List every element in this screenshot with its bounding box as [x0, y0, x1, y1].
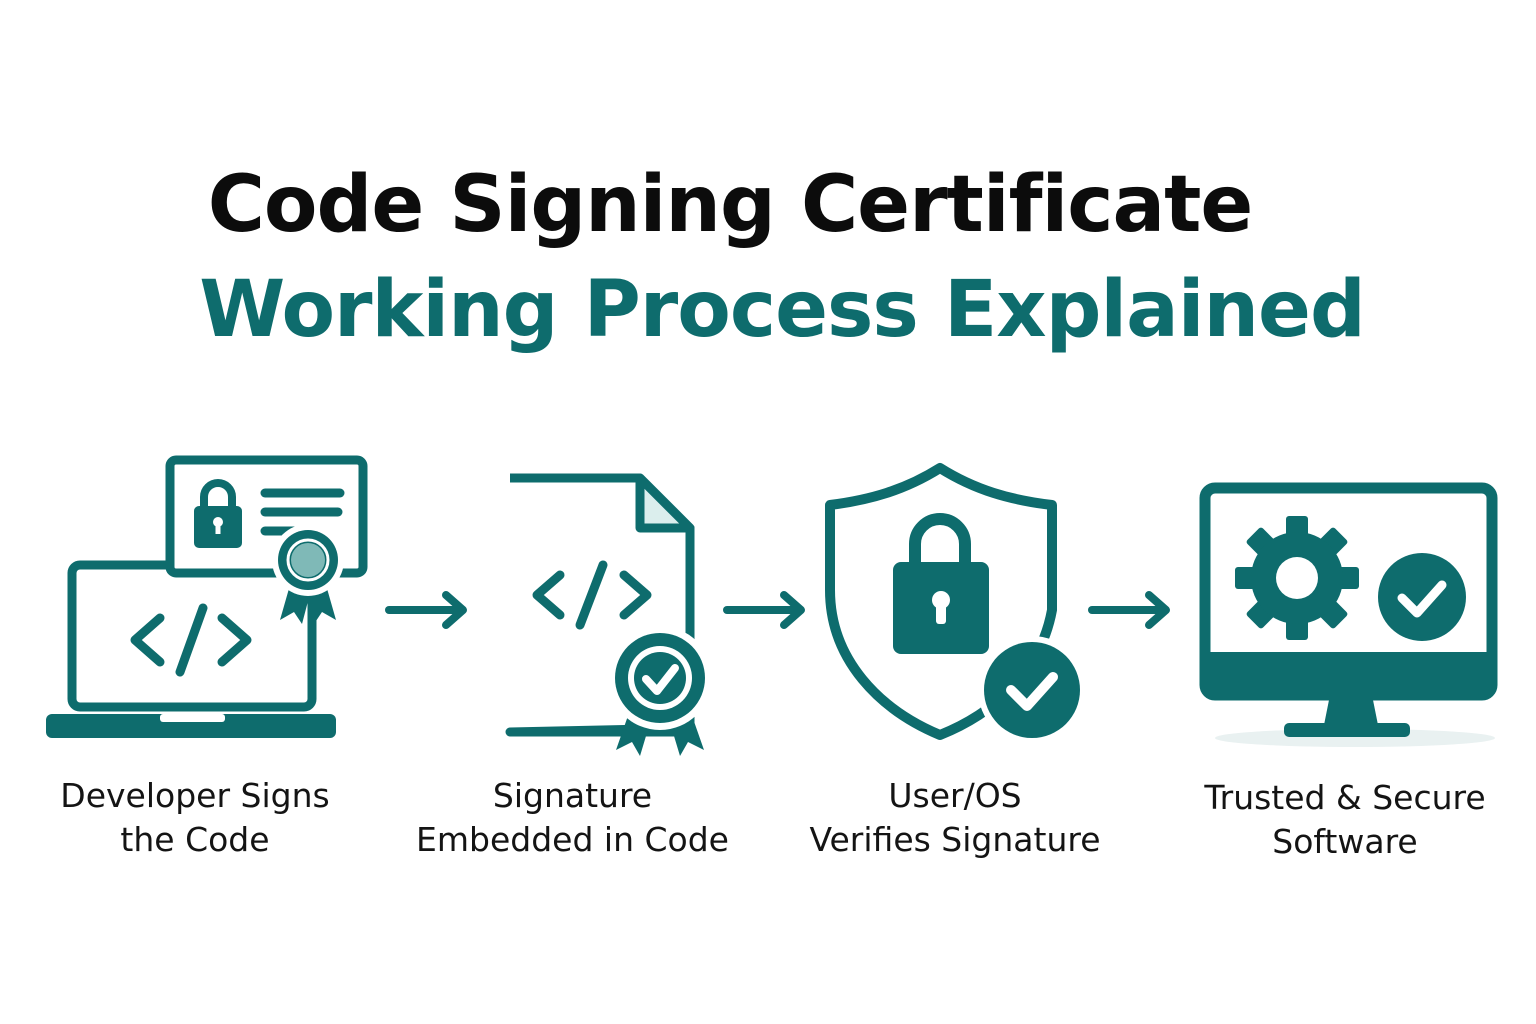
arrow-right-icon [1088, 591, 1170, 629]
monitor-gear-check-icon [1199, 482, 1498, 747]
title-line-2: Working Process Explained [199, 265, 1366, 355]
step-label-embed: Signature Embedded in Code [416, 776, 729, 859]
shield-lock-check-icon [825, 463, 1086, 744]
arrow-right-icon [385, 591, 467, 629]
title-line-1: Code Signing Certificate [207, 160, 1254, 250]
step-label-sign: Developer Signs the Code [60, 776, 330, 859]
laptop-code-certificate-icon [46, 455, 368, 738]
code-file-seal-icon [505, 473, 712, 756]
arrow-right-icon [723, 591, 805, 629]
step-label-verify: User/OS Verifies Signature [809, 776, 1101, 859]
step-label-trusted: Trusted & Secure Software [1204, 778, 1486, 861]
